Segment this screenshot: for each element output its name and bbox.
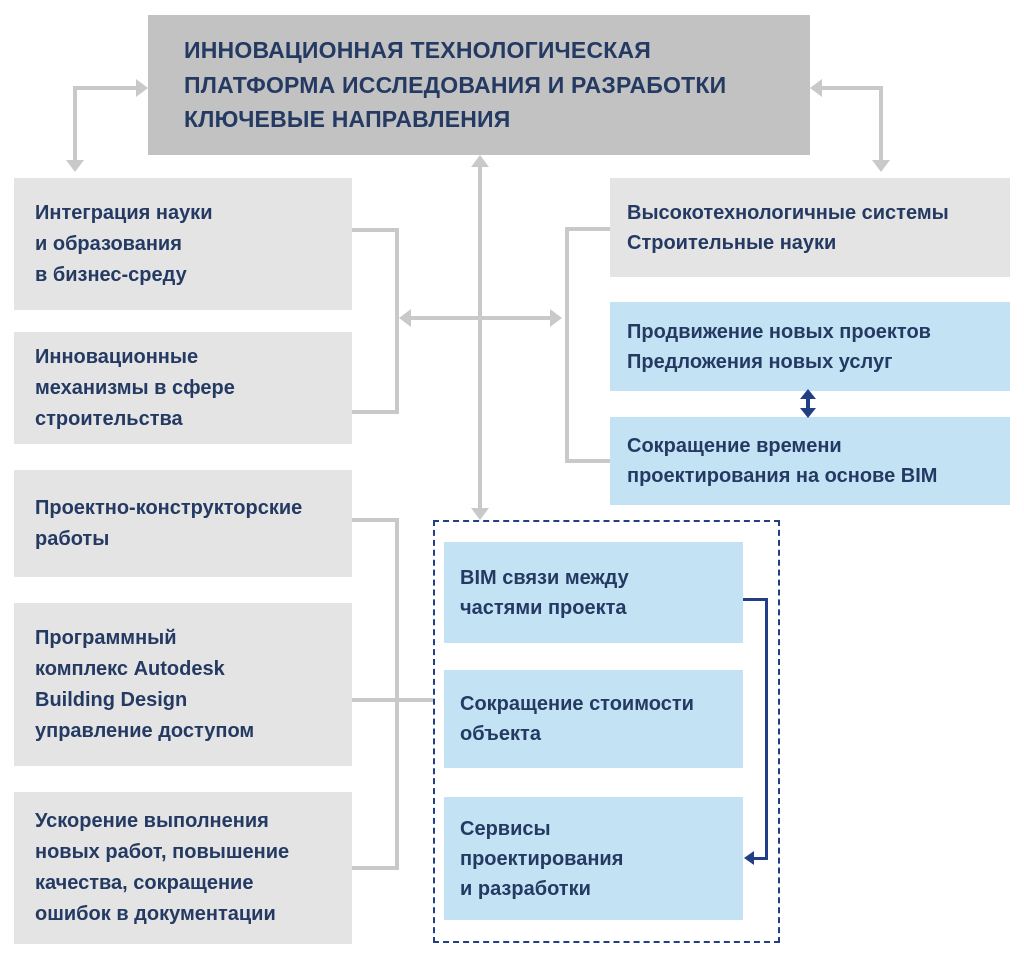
line-segment: [352, 518, 399, 522]
node-label: Инновационные механизмы в сфере строител…: [35, 345, 235, 430]
line-segment: [352, 228, 399, 232]
arrow-left-icon: [399, 309, 411, 327]
arrow-down-icon: [800, 408, 816, 418]
arrow-left-icon: [810, 79, 822, 97]
bim-group-container: [433, 520, 780, 943]
line-segment: [395, 518, 399, 870]
line-segment: [743, 598, 768, 601]
line-segment: [879, 86, 883, 160]
node-design-engineering-works: Проектно-конструкторские работы: [14, 470, 352, 577]
arrow-left-icon: [744, 851, 754, 865]
platform-title-text: ИННОВАЦИОННАЯ ТЕХНОЛОГИЧЕСКАЯ ПЛАТФОРМА …: [184, 37, 727, 133]
line-segment: [73, 86, 77, 160]
node-label: Сокращение стоимости объекта: [460, 693, 694, 745]
line-segment: [565, 227, 610, 231]
line-segment: [765, 598, 768, 860]
arrow-down-icon: [471, 508, 489, 520]
line-segment: [753, 857, 768, 860]
arrow-down-icon: [66, 160, 84, 172]
line-segment: [352, 866, 399, 870]
line-segment: [565, 227, 569, 463]
node-innovative-mechanisms: Инновационные механизмы в сфере строител…: [14, 332, 352, 444]
arrow-right-icon: [550, 309, 562, 327]
line-segment: [806, 396, 810, 410]
node-label: BIM связи между частями проекта: [460, 566, 629, 619]
line-segment: [352, 698, 433, 702]
arrow-down-icon: [872, 160, 890, 172]
arrow-up-icon: [800, 389, 816, 399]
node-label: Продвижение новых проектов Предложения н…: [627, 320, 931, 373]
node-hightech-systems: Высокотехнологичные системы Строительные…: [610, 178, 1010, 277]
arrow-up-icon: [471, 155, 489, 167]
line-segment: [565, 459, 610, 463]
node-label: Сервисы проектирования и разработки: [460, 817, 624, 900]
node-cost-reduction: Сокращение стоимости объекта: [444, 670, 743, 768]
node-bim-links: BIM связи между частями проекта: [444, 542, 743, 643]
node-design-services: Сервисы проектирования и разработки: [444, 797, 743, 920]
node-label: Программный комплекс Autodesk Building D…: [35, 626, 255, 742]
node-autodesk-building-design: Программный комплекс Autodesk Building D…: [14, 603, 352, 766]
arrow-right-icon: [136, 79, 148, 97]
node-design-time-reduction: Сокращение времени проектирования на осн…: [610, 417, 1010, 505]
node-platform-title: ИННОВАЦИОННАЯ ТЕХНОЛОГИЧЕСКАЯ ПЛАТФОРМА …: [148, 15, 810, 155]
node-label: Интеграция науки и образования в бизнес-…: [35, 201, 213, 286]
line-segment: [411, 316, 550, 320]
node-label: Высокотехнологичные системы Строительные…: [627, 201, 949, 254]
node-science-education-integration: Интеграция науки и образования в бизнес-…: [14, 178, 352, 310]
node-work-acceleration: Ускорение выполнения новых работ, повыше…: [14, 792, 352, 944]
line-segment: [395, 228, 399, 414]
node-new-projects-promotion: Продвижение новых проектов Предложения н…: [610, 302, 1010, 391]
line-segment: [75, 86, 136, 90]
line-segment: [478, 167, 482, 508]
line-segment: [352, 410, 399, 414]
node-label: Проектно-конструкторские работы: [35, 496, 303, 550]
node-label: Сокращение времени проектирования на осн…: [627, 435, 938, 487]
line-segment: [822, 86, 881, 90]
node-label: Ускорение выполнения новых работ, повыше…: [35, 810, 290, 925]
